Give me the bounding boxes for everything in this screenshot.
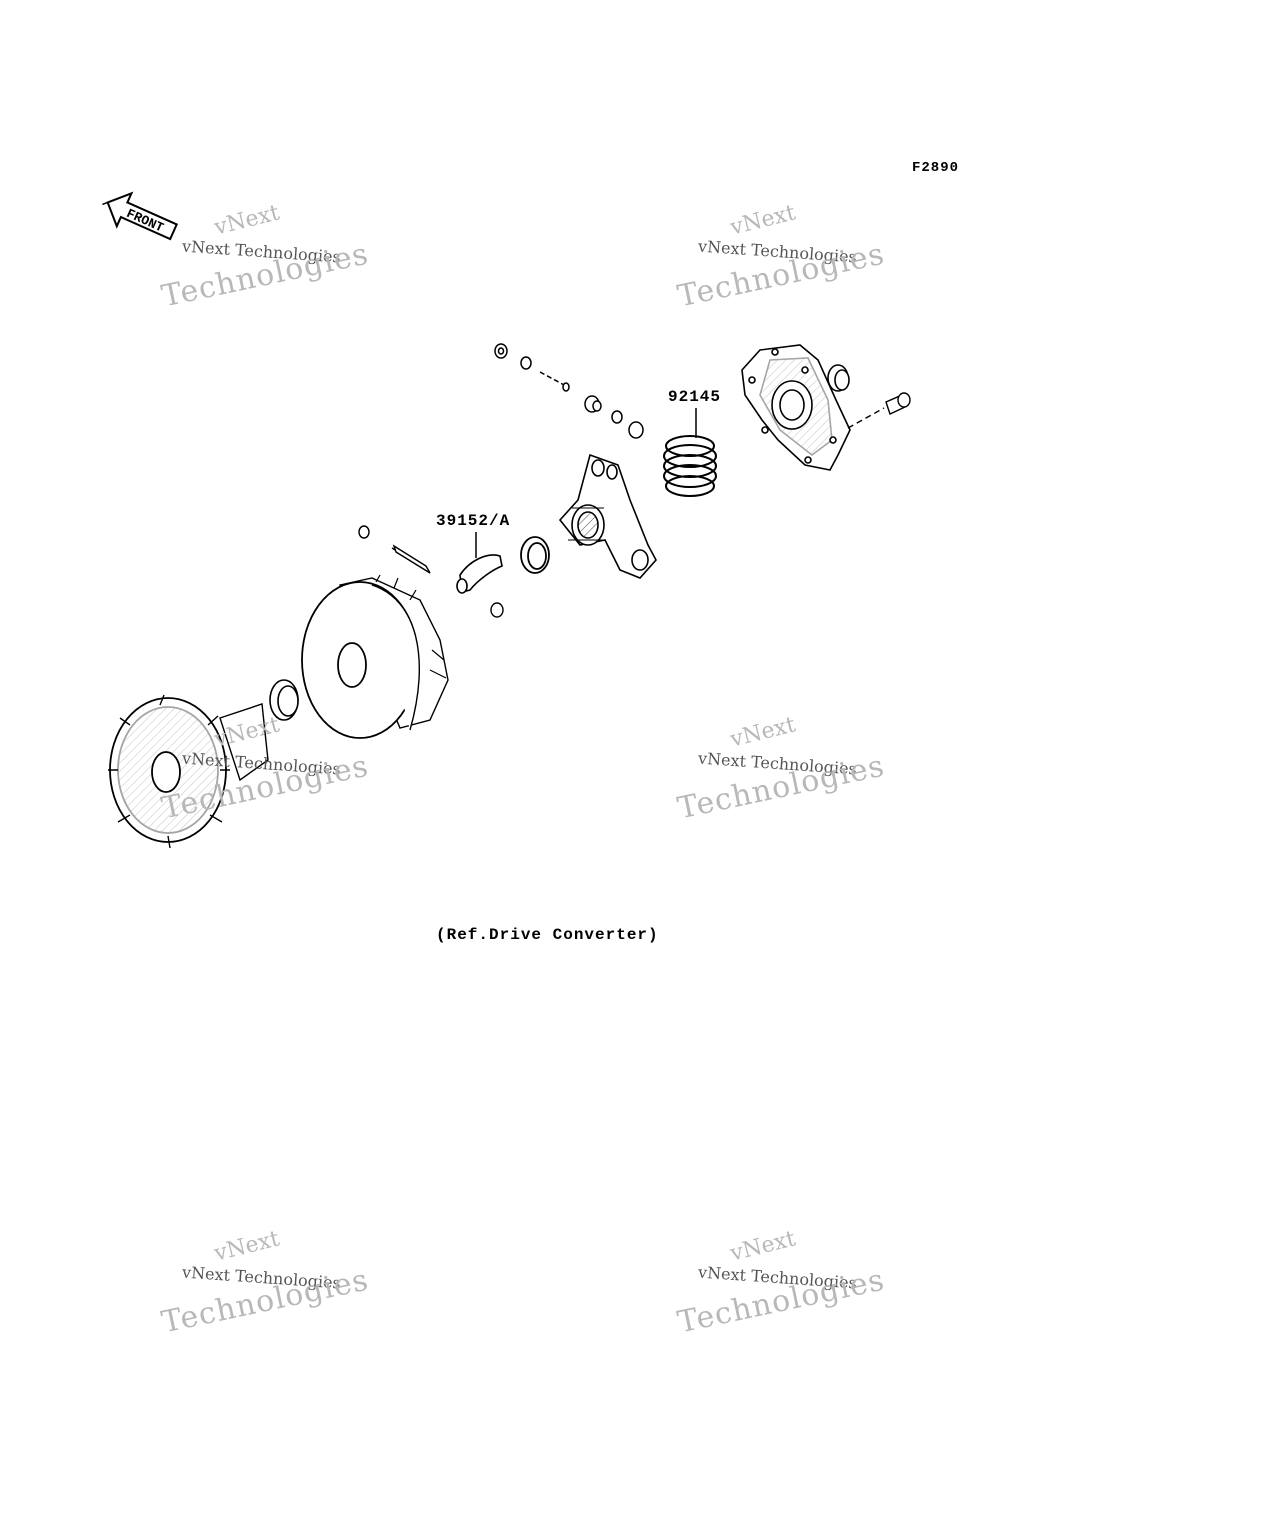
pin-set[interactable] <box>358 525 504 618</box>
spider-assembly[interactable] <box>558 453 657 579</box>
roller-set[interactable] <box>494 343 644 439</box>
washer[interactable] <box>520 536 550 574</box>
front-arrow-icon: FRONT <box>102 191 179 241</box>
movable-sheave[interactable] <box>301 574 449 739</box>
callout-label-39152a[interactable]: 39152/A <box>436 512 511 530</box>
bolt[interactable] <box>847 392 911 429</box>
fixed-sheave[interactable] <box>108 694 269 849</box>
bushing[interactable] <box>827 364 850 392</box>
figure-caption: (Ref.Drive Converter) <box>436 926 659 944</box>
callout-label-92145[interactable]: 92145 <box>668 388 722 406</box>
cover-plate[interactable] <box>741 344 851 471</box>
figure-code: F2890 <box>912 160 960 176</box>
weight-39152a[interactable] <box>456 554 503 594</box>
spring-92145[interactable] <box>663 435 717 497</box>
sheave-bushing[interactable] <box>269 679 299 721</box>
